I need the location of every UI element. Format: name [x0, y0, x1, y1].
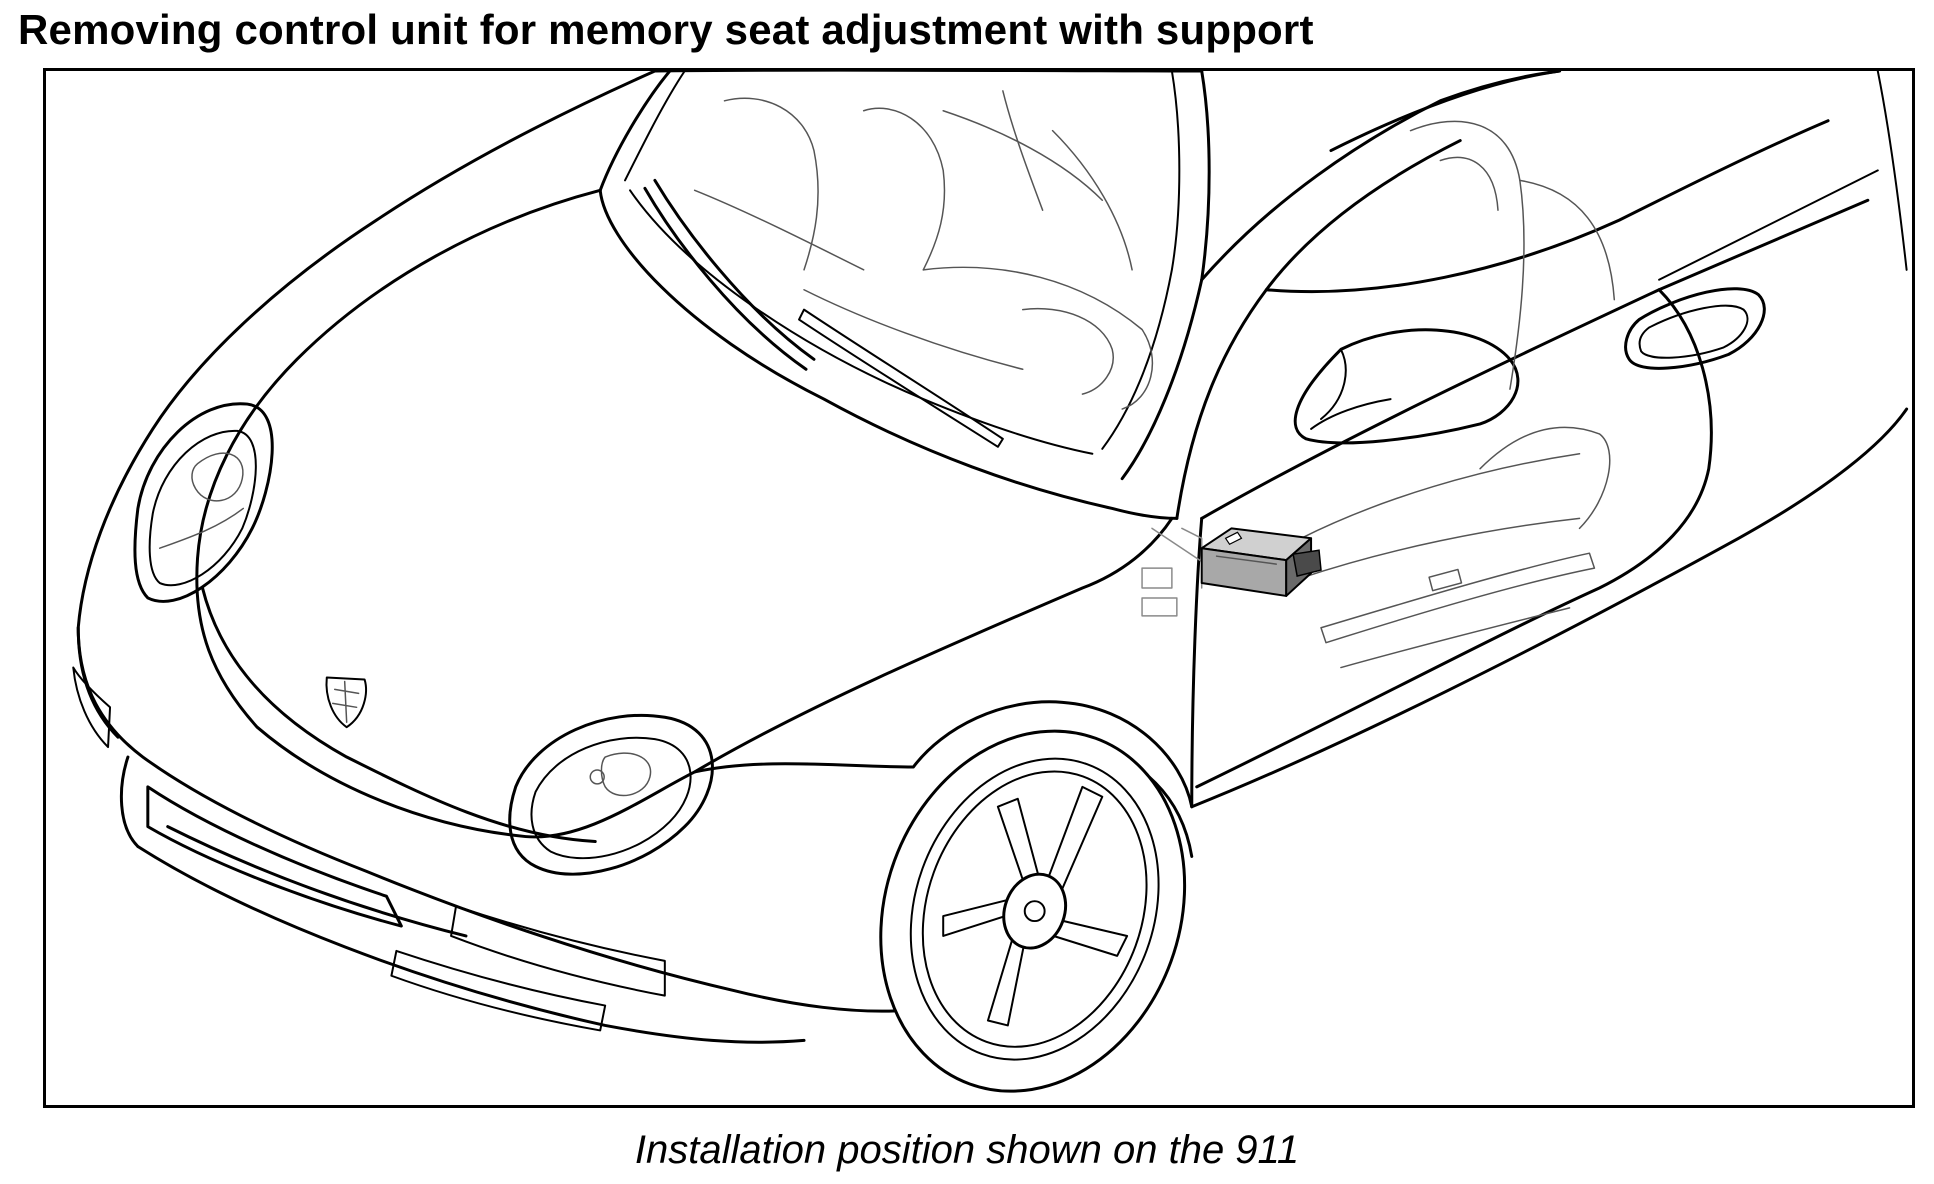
rocker-line: [1190, 407, 1909, 809]
front-bumper: [72, 626, 806, 1044]
illustration-frame: [43, 68, 1915, 1108]
wiper-blade: [643, 178, 1004, 448]
document-title: Removing control unit for memory seat ad…: [18, 6, 1314, 53]
hood-outline: [195, 188, 1174, 839]
car-illustration: [72, 71, 1909, 1093]
door: [1175, 71, 1908, 809]
wheel-spokes: [942, 785, 1129, 1027]
car-body-outline: [76, 71, 905, 1013]
interior-seats-through-glass: [693, 90, 1154, 410]
front-wheel: [879, 729, 1187, 1093]
cowl-line: [598, 188, 1179, 520]
memory-seat-control-unit: [1200, 527, 1322, 597]
door-handle: [1624, 287, 1766, 370]
front-fender: [693, 700, 1194, 809]
headlight-left: [133, 402, 274, 603]
driver-seat: [1300, 120, 1616, 669]
hood-crest-icon: [325, 676, 367, 729]
headlight-right: [508, 713, 714, 876]
figure-caption: Installation position shown on the 911: [634, 1128, 1300, 1172]
side-mirror: [1293, 328, 1520, 445]
rear-roof: [1329, 71, 1562, 153]
hood-front-edge: [201, 586, 597, 844]
windshield: [598, 71, 1211, 481]
